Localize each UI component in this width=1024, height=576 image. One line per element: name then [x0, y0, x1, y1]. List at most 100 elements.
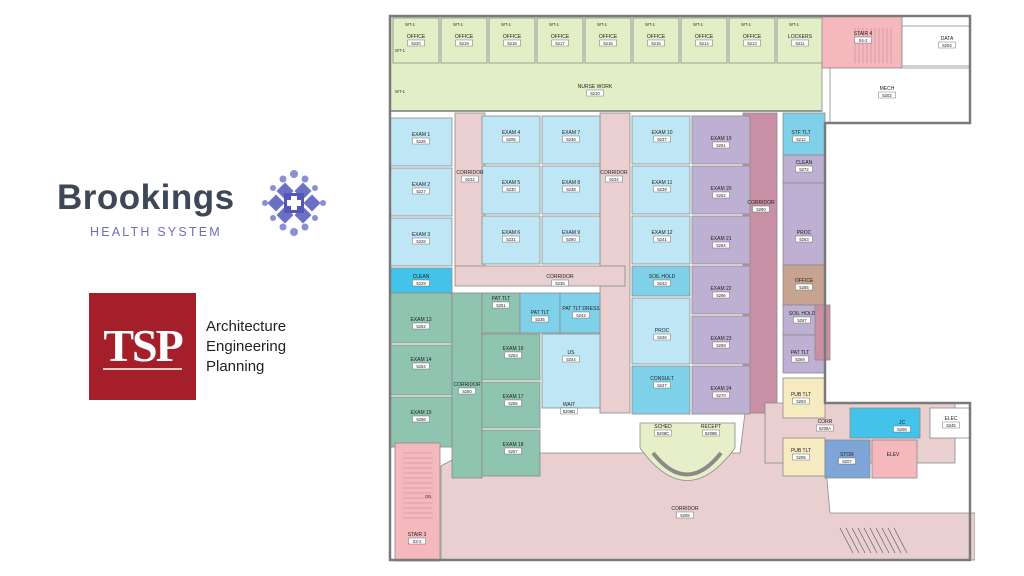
exam-b-label-2-name: EXAM 5 — [502, 180, 521, 186]
exam-c-label-2-number: 5238 — [566, 187, 576, 192]
exam-room — [691, 165, 751, 215]
corridor-mid-zone — [454, 265, 626, 287]
shaft — [814, 304, 831, 361]
stor-label-name: STOR — [840, 452, 854, 458]
wt-tag: WT-1 — [395, 89, 406, 94]
elec-label-name: ELEC — [944, 416, 957, 422]
exam-d-label-2-name: EXAM 11 — [652, 180, 673, 186]
corridor-a-label-number: 5232 — [465, 177, 475, 182]
office-label-6-name: OFFICE — [647, 34, 666, 40]
exam-g-label-3-name: EXAM 18 — [502, 442, 523, 448]
clean-a-label-number: 5229 — [416, 281, 426, 286]
exam-room — [389, 292, 453, 344]
exam-g-label-2-number: 5255 — [508, 401, 518, 406]
stor-label-number: 5207 — [842, 459, 852, 464]
proc-b-room — [782, 182, 826, 266]
us-label-name: US — [568, 350, 576, 356]
exam-a-label-2-name: EXAM 2 — [412, 182, 431, 188]
nurse-work-label-number: 5210 — [590, 91, 600, 96]
exam-room — [691, 215, 751, 265]
tsp-line-3: Planning — [206, 358, 265, 375]
wt-tag: WT-1 — [741, 22, 752, 27]
corridor-mid-label-number: 5235 — [555, 281, 565, 286]
exam-c-label-1-name: EXAM 7 — [562, 130, 581, 136]
clean-b-label-number: 5272 — [799, 167, 809, 172]
corridor-d-label-number: 5250 — [462, 389, 472, 394]
exam-g-label-1-number: 5253 — [508, 353, 518, 358]
stair-3-label: STAIR 3S3-2 — [408, 532, 426, 545]
office-label-7-number: 5214 — [699, 41, 709, 46]
brookings-subtitle: HEALTH SYSTEM — [90, 225, 222, 239]
us-label-number: 5244 — [566, 357, 576, 362]
tsp-line-2: Engineering — [206, 338, 287, 355]
wt-tag: WT-1 — [597, 22, 608, 27]
corridor-main-label-name: CORRIDOR — [671, 506, 699, 512]
wait-label-name: WAIT — [563, 402, 575, 408]
tsp-logo: TSP — [89, 293, 196, 400]
office-label-4-number: 5217 — [555, 41, 565, 46]
jc-label-name: JC — [899, 420, 906, 426]
exam-f-label-3-name: EXAM 15 — [410, 410, 431, 416]
exam-g-label-2-name: EXAM 17 — [502, 394, 523, 400]
lower-stair — [839, 527, 908, 554]
outer-wall — [388, 14, 972, 562]
corr-small-label-number: 5208A — [819, 426, 831, 431]
mech-label-number: 5202 — [882, 93, 892, 98]
elev-label-name: ELEV — [887, 452, 900, 458]
exam-room — [691, 265, 751, 315]
elec-label-number: 5245 — [946, 423, 956, 428]
pat-tlt-dress-label-number: 5242 — [576, 313, 586, 318]
stf-tlt-label-name: STF TLT — [791, 130, 810, 136]
wt-tag: WT-1 — [405, 22, 416, 27]
exam-f-label-1-number: 5252 — [416, 324, 426, 329]
mech-room — [829, 67, 971, 124]
exam-room — [691, 315, 751, 365]
clean-b-label-name: CLEAN — [796, 160, 813, 166]
stair-4-label: STAIR 4S4-2 — [854, 31, 872, 44]
us-room — [541, 333, 601, 409]
exam-b-label-1-name: EXAM 4 — [502, 130, 521, 136]
wait-label-number: 5208D — [563, 409, 575, 414]
corridor-b-label-name: CORRIDOR — [600, 170, 628, 176]
exam-f-label-2-number: 5254 — [416, 364, 426, 369]
exam-e-label-6-name: EXAM 24 — [710, 386, 731, 392]
exam-d-label-2-number: 5239 — [657, 187, 667, 192]
pat-tlt-b-label-name: PAT TLT — [791, 350, 810, 356]
wt-tag: WT-1 — [789, 22, 800, 27]
soil-hold-b-label-name: SOIL HOLD — [789, 311, 816, 317]
exam-e-label-5-name: EXAM 23 — [710, 336, 731, 342]
exam-e-label-4-number: 5266 — [716, 293, 726, 298]
exam-c-label-3-number: 5260 — [566, 237, 576, 242]
pat-tlt-2-label-number: 5235 — [535, 317, 545, 322]
pub-tlt-2-label-number: 5205 — [796, 455, 806, 460]
stair-4-label-number: S4-2 — [859, 38, 869, 43]
proc-b-label-name: PROC — [797, 230, 812, 236]
